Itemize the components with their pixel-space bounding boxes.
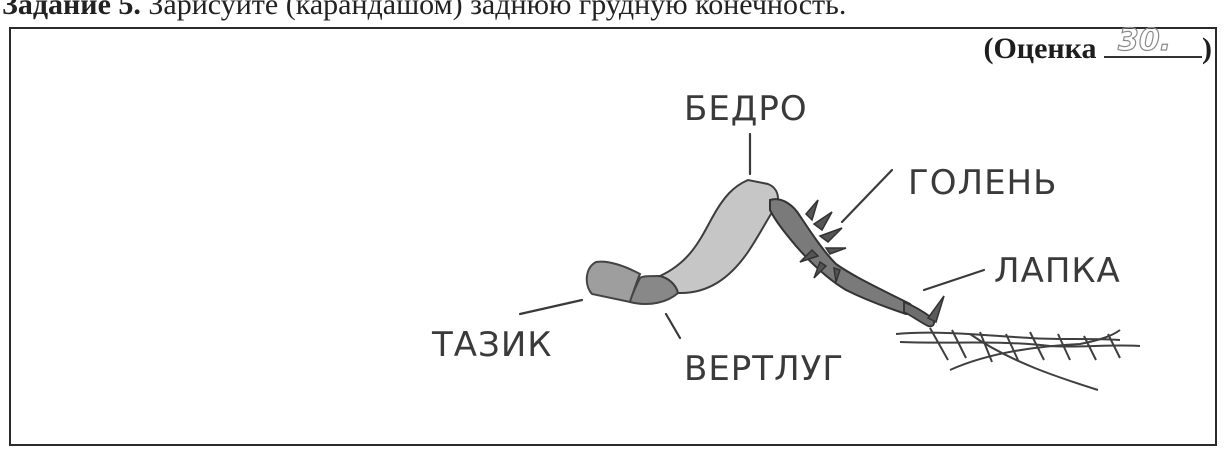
coxa-leader (520, 300, 582, 314)
tibia-segment (770, 199, 912, 314)
label-femur: БЕДРО (684, 89, 808, 129)
crossed-out-scribble (896, 328, 1140, 390)
tarsus-leader (924, 270, 984, 290)
label-tibia: ГОЛЕНЬ (908, 163, 1057, 203)
tibia-leader (842, 170, 892, 222)
trochanter-leader (666, 314, 680, 338)
femur-segment (660, 180, 778, 293)
tarsus-segment (904, 302, 934, 326)
tarsus-claw (928, 296, 944, 322)
label-trochanter: ВЕРТЛУГ (684, 349, 844, 389)
label-coxa: ТАЗИК (431, 325, 552, 365)
label-tarsus: ЛАПКА (994, 251, 1121, 291)
